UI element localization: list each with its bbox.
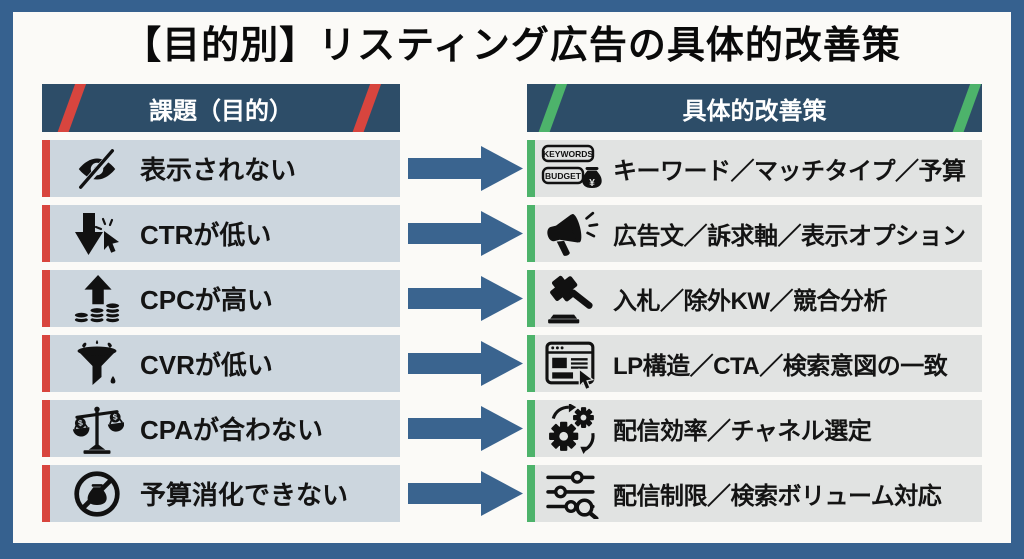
right-arrow-icon <box>402 468 525 519</box>
red-accent-bar <box>42 400 50 457</box>
right-arrow-icon <box>402 403 525 454</box>
svg-text:$: $ <box>112 411 118 422</box>
red-accent-bar <box>42 465 50 522</box>
megaphone-icon <box>541 208 603 260</box>
landing-page-icon <box>541 338 603 390</box>
solution-label: 入札／除外KW／競合分析 <box>613 288 887 315</box>
issue-label: 予算消化できない <box>140 480 349 510</box>
balance-scale-icon: $ $ <box>68 403 126 455</box>
solution-row: 入札／除外KW／競合分析 <box>527 270 982 327</box>
issues-column-header: 課題（目的） <box>42 84 400 132</box>
issue-label: CPCが高い <box>140 285 273 315</box>
green-accent-bar <box>527 140 535 197</box>
gavel-icon <box>541 273 603 325</box>
red-accent-bar <box>42 140 50 197</box>
green-accent-bar <box>527 270 535 327</box>
right-arrow-icon <box>402 273 525 324</box>
red-stripe-icon <box>349 84 384 132</box>
issue-label: CTRが低い <box>140 220 272 250</box>
budget-ban-icon <box>68 468 126 520</box>
solution-label: キーワード／マッチタイプ／予算 <box>613 158 966 185</box>
red-accent-bar <box>42 270 50 327</box>
issue-label: CVRが低い <box>140 350 273 380</box>
eye-off-icon <box>68 143 126 195</box>
green-stripe-icon <box>949 84 982 132</box>
solution-row: LP構造／CTA／検索意図の一致 <box>527 335 982 392</box>
issue-row: $ $ CPAが合わない <box>42 400 400 457</box>
issue-row: CVRが低い <box>42 335 400 392</box>
solutions-header-label: 具体的改善策 <box>682 97 827 125</box>
solution-label: LP構造／CTA／検索意図の一致 <box>613 353 948 380</box>
green-accent-bar <box>527 400 535 457</box>
red-stripe-icon <box>54 84 89 132</box>
solutions-column-header: 具体的改善策 <box>527 84 982 132</box>
right-arrow-icon <box>402 208 525 259</box>
issue-row: 予算消化できない <box>42 465 400 522</box>
gears-icon <box>541 403 603 455</box>
solution-label: 配信制限／検索ボリューム対応 <box>613 483 942 510</box>
keywords-budget-icon: KEYWORDS BUDGET ¥ <box>541 143 603 195</box>
cost-up-icon <box>68 273 126 325</box>
solution-label: 広告文／訴求軸／表示オプション <box>613 223 966 250</box>
issues-header-label: 課題（目的） <box>149 97 293 125</box>
svg-text:¥: ¥ <box>589 178 595 189</box>
issue-row: CTRが低い <box>42 205 400 262</box>
svg-text:$: $ <box>77 417 83 428</box>
right-arrow-icon <box>402 338 525 389</box>
issue-label: 表示されない <box>140 155 297 185</box>
svg-text:BUDGET: BUDGET <box>545 171 582 181</box>
sliders-search-icon <box>541 468 603 520</box>
right-arrow-icon <box>402 143 525 194</box>
page-title: 【目的別】リスティング広告の具体的改善策 <box>123 25 901 67</box>
green-accent-bar <box>527 335 535 392</box>
red-accent-bar <box>42 205 50 262</box>
solution-row: 広告文／訴求軸／表示オプション <box>527 205 982 262</box>
solution-row: 配信効率／チャネル選定 <box>527 400 982 457</box>
red-accent-bar <box>42 335 50 392</box>
click-down-icon <box>68 208 126 260</box>
solution-row: KEYWORDS BUDGET ¥ キーワード／マッチタイプ／予算 <box>527 140 982 197</box>
solution-row: 配信制限／検索ボリューム対応 <box>527 465 982 522</box>
green-accent-bar <box>527 205 535 262</box>
issue-label: CPAが合わない <box>140 415 323 445</box>
svg-text:KEYWORDS: KEYWORDS <box>543 149 593 159</box>
issue-row: 表示されない <box>42 140 400 197</box>
funnel-icon <box>68 338 126 390</box>
solution-label: 配信効率／チャネル選定 <box>613 418 872 445</box>
green-stripe-icon <box>535 84 570 132</box>
green-accent-bar <box>527 465 535 522</box>
issue-row: CPCが高い <box>42 270 400 327</box>
